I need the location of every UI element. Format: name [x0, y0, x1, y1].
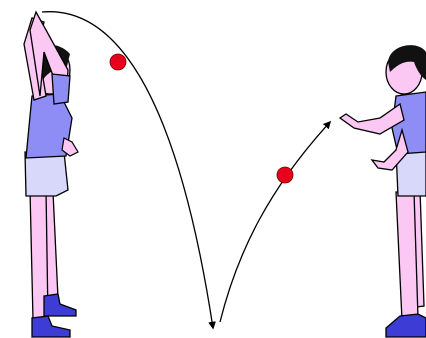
ball-in-descent: [109, 53, 127, 71]
receiver-figure: [338, 45, 426, 338]
thrower-sleeve: [51, 73, 71, 105]
thrower-shoe-front: [31, 315, 71, 338]
receiver-arm-upper: [338, 102, 405, 135]
ball-after-bounce: [276, 166, 294, 184]
receiver-leg-front: [395, 191, 419, 321]
thrower-hand: [61, 137, 79, 157]
thrower-figure: [23, 10, 79, 338]
thrower-shoe-back: [43, 293, 77, 317]
receiver-shoe: [385, 313, 426, 338]
rebound-trajectory: [219, 120, 332, 323]
receiver-arm-lower: [370, 127, 409, 171]
downward-trajectory: [41, 11, 216, 330]
thrower-shorts: [24, 151, 69, 197]
receiver-hair: [388, 45, 426, 80]
